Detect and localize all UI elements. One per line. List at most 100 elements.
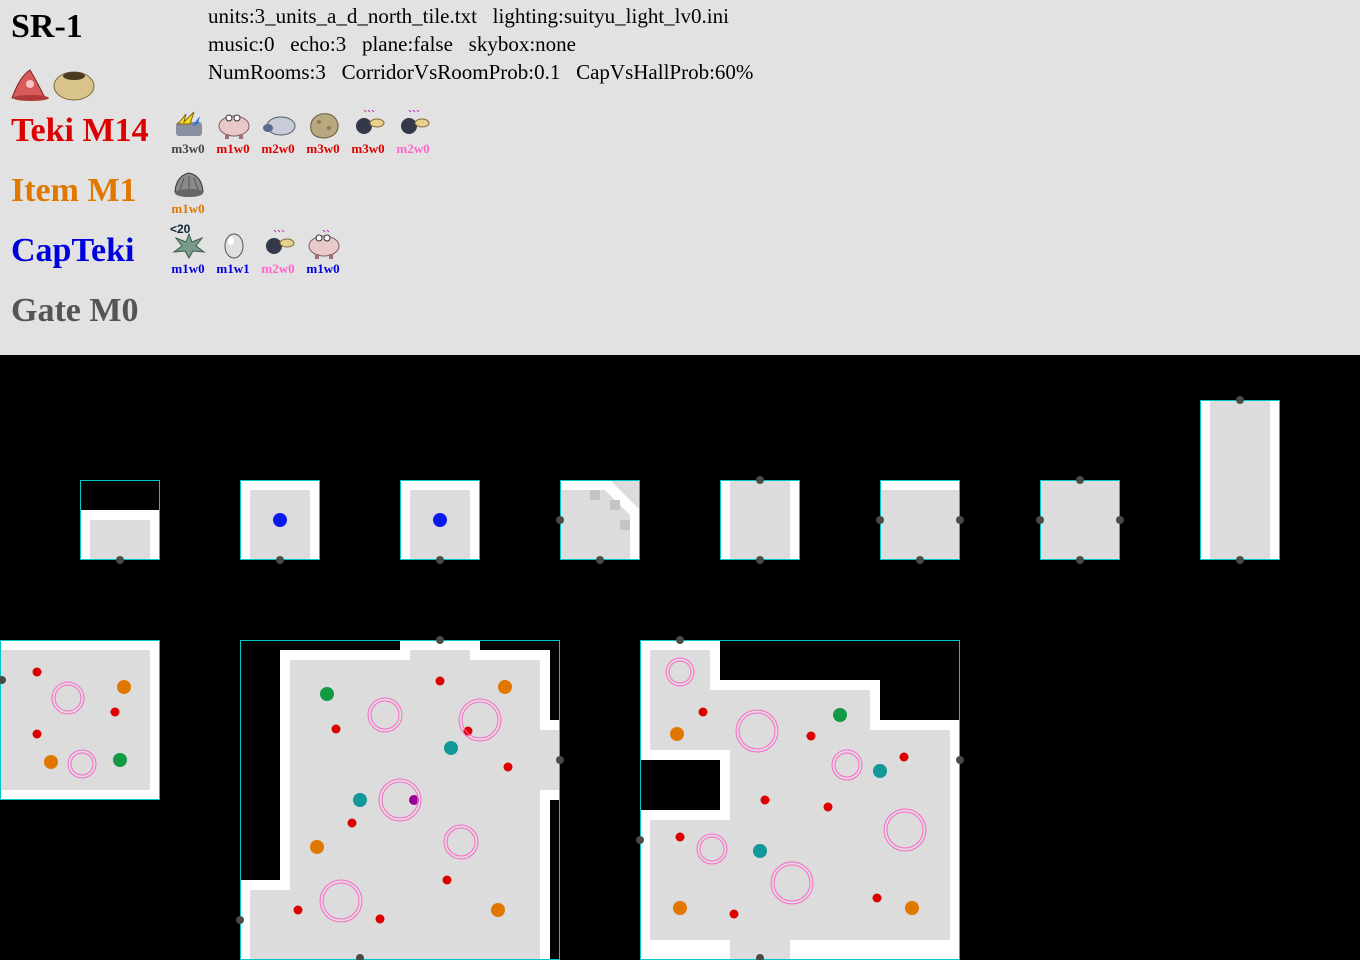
item-spot — [310, 840, 324, 854]
spawn-ring — [735, 709, 779, 753]
teki-spot — [293, 905, 303, 915]
info-header: SR-1 units:3_units_a_d_north_tile.txt li… — [0, 0, 1360, 355]
spawn-ring — [668, 660, 692, 684]
spawn-ring — [458, 698, 502, 742]
room-floor — [0, 650, 150, 790]
item-spot — [498, 680, 512, 694]
unit-wall-shade — [620, 520, 630, 530]
spawn-ring — [770, 861, 814, 905]
spawn-ring — [834, 752, 860, 778]
falling-bomb-icon — [356, 110, 385, 134]
teki-spot — [698, 707, 708, 717]
plant-spot — [113, 753, 127, 767]
teki-spot — [503, 762, 513, 772]
spawn-ring — [773, 864, 811, 902]
unit-floor — [1210, 400, 1270, 560]
entry-count: m3w0 — [306, 141, 340, 156]
item-entry: m1w0 — [168, 170, 208, 216]
info-line-music: music:0 echo:3 plane:false skybox:none — [208, 32, 577, 56]
door-marker — [116, 556, 124, 564]
spawn-ring — [51, 681, 85, 715]
entry-count: m2w0 — [396, 141, 430, 156]
sheargrub-icon — [263, 116, 296, 136]
door-marker — [356, 954, 364, 960]
entry-count: m1w0 — [171, 261, 205, 276]
room-floor — [650, 650, 950, 940]
bulborb-pink-icon — [218, 114, 250, 139]
capteki-category-label: CapTeki — [11, 232, 135, 269]
door-marker — [756, 476, 764, 484]
capteki-spot — [353, 793, 367, 807]
teki-category-label: Teki M14 — [11, 112, 149, 149]
room-floor — [250, 650, 560, 960]
cave-map — [0, 355, 1360, 960]
capteki-entry: m1w1 — [213, 230, 253, 276]
teki-spot — [675, 832, 685, 842]
spawn-ring — [883, 808, 927, 852]
entry-count: m1w0 — [171, 201, 205, 216]
spawn-ring — [70, 752, 94, 776]
capteki-spot — [753, 844, 767, 858]
teki-spot — [375, 914, 385, 924]
unit-floor — [1040, 480, 1120, 560]
teki-spot — [32, 667, 42, 677]
item-spot — [905, 901, 919, 915]
door-marker — [436, 636, 444, 644]
teki-spot — [760, 795, 770, 805]
door-marker — [436, 556, 444, 564]
unit-floor — [730, 480, 790, 560]
door-marker — [556, 756, 564, 764]
plant-spot — [833, 708, 847, 722]
spawn-ring — [381, 781, 419, 819]
teki-entry: m1w0 — [213, 110, 253, 156]
spawn-ring — [322, 882, 360, 920]
teki-spot — [899, 752, 909, 762]
info-line-generation: NumRooms:3 CorridorVsRoomProb:0.1 CapVsH… — [208, 60, 754, 84]
entry-count: m3w0 — [351, 141, 385, 156]
gate-category-label: Gate M0 — [11, 292, 139, 329]
room-floor — [730, 940, 790, 960]
item-spot — [670, 727, 684, 741]
unit-wall-shade — [590, 490, 600, 500]
capteki-entry: m1w0 — [303, 230, 343, 276]
falling-bomb-icon — [401, 110, 430, 134]
door-marker — [276, 556, 284, 564]
entry-count: m2w0 — [261, 261, 295, 276]
door-marker — [876, 516, 884, 524]
item-spot — [491, 903, 505, 917]
spawn-ring — [370, 700, 400, 730]
entry-count: m1w0 — [306, 261, 340, 276]
spawn-ring — [831, 749, 863, 781]
teki-spot — [442, 875, 452, 885]
egg-icon — [224, 233, 244, 259]
pot-icon — [52, 66, 96, 102]
door-marker — [676, 636, 684, 644]
spawn-markers — [0, 396, 1244, 960]
unit-wall-shade — [610, 500, 620, 510]
teki-spot — [806, 731, 816, 741]
teki-spot — [435, 676, 445, 686]
teki-spot — [729, 909, 739, 919]
door-marker — [596, 556, 604, 564]
shell-treasure-icon — [174, 172, 204, 197]
spawn-ring — [461, 701, 499, 739]
spawn-ring — [67, 749, 97, 779]
capteki-entry: <20 m1w0 — [168, 222, 208, 276]
entry-count: m1w0 — [216, 141, 250, 156]
teki-entry: m3w0 — [348, 110, 388, 156]
sublevel-title: SR-1 — [11, 8, 83, 45]
hole-marker — [273, 513, 287, 527]
teki-spot — [463, 726, 473, 736]
teki-spot — [872, 893, 882, 903]
unit-floor — [90, 520, 150, 560]
teki-entry: m2w0 — [258, 110, 298, 156]
falling-bomb-icon — [266, 230, 295, 254]
entry-count: m3w0 — [171, 141, 205, 156]
bulborb-pink-icon — [308, 230, 340, 259]
spawn-ring — [696, 833, 728, 865]
door-marker — [1236, 396, 1244, 404]
spawn-ring — [886, 811, 924, 849]
door-marker — [1076, 476, 1084, 484]
door-marker — [236, 916, 244, 924]
electric-hazard-icon — [176, 111, 202, 136]
